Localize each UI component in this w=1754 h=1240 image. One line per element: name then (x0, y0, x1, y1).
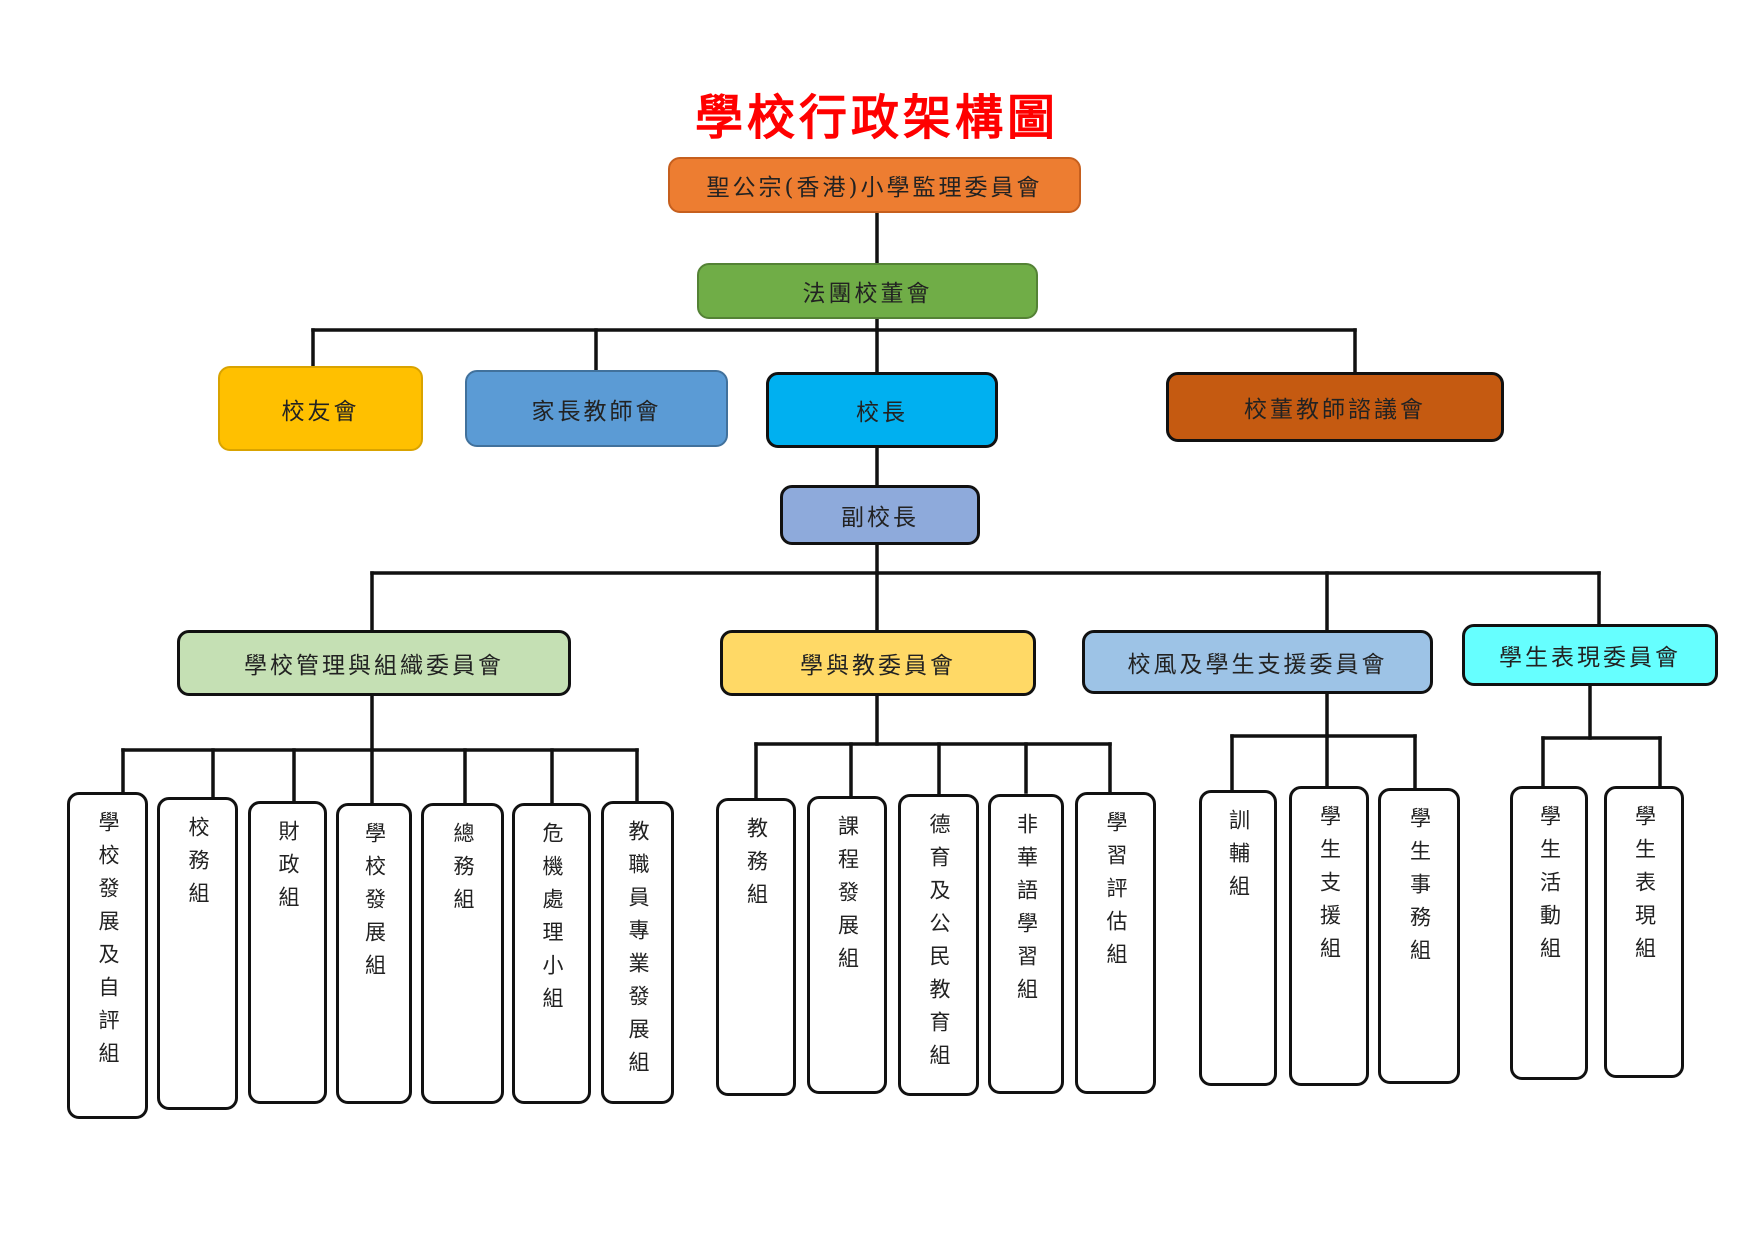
group-label: 教職員專業發展組 (626, 820, 650, 1084)
group-box: 學校發展組 (336, 803, 412, 1104)
chart-title: 學校行政架構圖 (694, 90, 1060, 146)
group-box: 教務組 (716, 798, 796, 1096)
pta-label: 家長教師會 (531, 398, 662, 425)
alumni-association-label: 校友會 (281, 398, 360, 425)
group-box: 學習評估組 (1075, 792, 1156, 1094)
group-box: 學生表現組 (1604, 786, 1684, 1078)
group-box: 校務組 (157, 797, 238, 1110)
group-box: 德育及公民教育組 (898, 794, 979, 1096)
group-box: 學生支援組 (1289, 786, 1369, 1086)
group-box: 學校發展及自評組 (67, 792, 148, 1119)
group-box: 危機處理小組 (512, 803, 591, 1104)
group-label: 財政組 (276, 820, 300, 919)
group-label: 學生支援組 (1317, 805, 1342, 970)
ethos-support-committee-label: 校風及學生支援委員會 (1127, 652, 1388, 678)
group-label: 學校發展組 (362, 822, 387, 987)
consultative-council-label: 校董教師諮議會 (1244, 397, 1426, 423)
group-label: 教務組 (744, 817, 769, 916)
group-box: 總務組 (421, 803, 504, 1104)
vice-principal-label: 副校長 (841, 505, 919, 531)
vice-principal-box: 副校長 (780, 485, 980, 545)
group-box: 教職員專業發展組 (601, 801, 674, 1104)
student-performance-committee-label: 學生表現委員會 (1499, 645, 1681, 671)
group-label: 德育及公民教育組 (927, 813, 951, 1077)
group-label: 學生活動組 (1537, 805, 1562, 970)
consultative-council-box: 校董教師諮議會 (1166, 372, 1504, 442)
management-committee-label: 學校管理與組織委員會 (244, 653, 504, 679)
student-performance-committee-box: 學生表現委員會 (1462, 624, 1718, 686)
group-box: 學生事務組 (1378, 788, 1460, 1084)
group-label: 危機處理小組 (540, 822, 564, 1020)
pta-box: 家長教師會 (465, 370, 728, 447)
group-label: 學生表現組 (1632, 805, 1657, 970)
group-box: 學生活動組 (1510, 786, 1588, 1080)
group-label: 學習評估組 (1104, 811, 1128, 976)
group-box: 訓輔組 (1199, 790, 1277, 1086)
group-box: 非華語學習組 (988, 794, 1064, 1094)
group-label: 非華語學習組 (1014, 813, 1039, 1011)
group-label: 學校發展及自評組 (96, 811, 120, 1075)
group-box: 課程發展組 (807, 796, 887, 1094)
supervisory-committee-box: 聖公宗(香港)小學監理委員會 (668, 157, 1081, 213)
group-label: 總務組 (451, 822, 475, 921)
group-label: 學生事務組 (1407, 807, 1432, 972)
group-label: 校務組 (186, 816, 210, 915)
group-label: 課程發展組 (835, 815, 860, 980)
principal-box: 校長 (766, 372, 998, 448)
principal-label: 校長 (856, 400, 908, 426)
school-board-label: 法團校董會 (802, 281, 933, 307)
group-label: 訓輔組 (1226, 809, 1251, 908)
alumni-association-box: 校友會 (218, 366, 423, 451)
learning-teaching-committee-label: 學與教委員會 (800, 653, 956, 679)
group-box: 財政組 (248, 801, 327, 1104)
management-committee-box: 學校管理與組織委員會 (177, 630, 571, 696)
supervisory-committee-label: 聖公宗(香港)小學監理委員會 (706, 175, 1043, 201)
ethos-support-committee-box: 校風及學生支援委員會 (1082, 630, 1433, 694)
school-board-box: 法團校董會 (697, 263, 1038, 319)
learning-teaching-committee-box: 學與教委員會 (720, 630, 1036, 696)
